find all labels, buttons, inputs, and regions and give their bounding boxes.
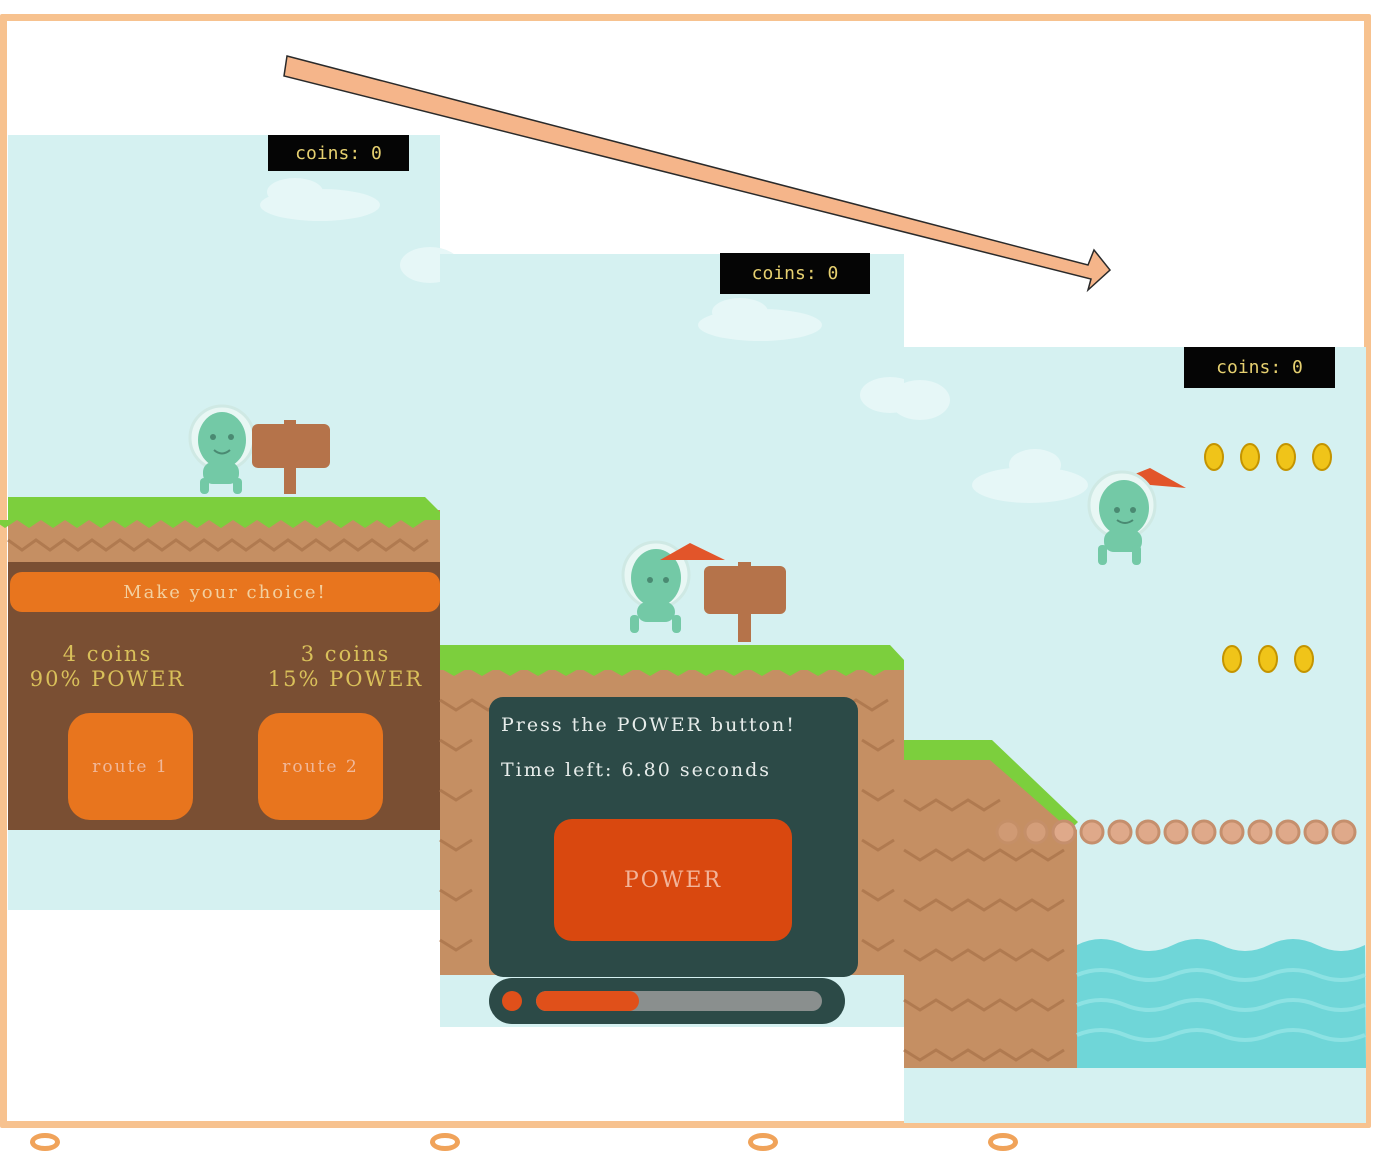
power-prompt: Press the POWER button! (501, 714, 796, 736)
choice-title: Make your choice! (10, 572, 440, 612)
option-2-cost: 3 coins (300, 642, 391, 666)
bottom-marker (430, 1133, 460, 1151)
option-2-power: 15% POWER (267, 667, 424, 691)
coins-counter: coins: 0 (720, 253, 870, 294)
coins-counter: coins: 0 (1184, 347, 1335, 388)
coins-counter: coins: 0 (268, 135, 409, 171)
route-1-button[interactable]: route 1 (68, 713, 193, 820)
route-2-button[interactable]: route 2 (258, 713, 383, 820)
outer-frame (0, 14, 1371, 1128)
bottom-marker (988, 1133, 1018, 1151)
power-button[interactable]: POWER (554, 819, 792, 941)
power-meter-fill (536, 991, 639, 1011)
power-meter (489, 978, 845, 1024)
time-left: Time left: 6.80 seconds (501, 759, 772, 781)
bottom-marker (30, 1133, 60, 1151)
bottom-marker (748, 1133, 778, 1151)
power-meter-dot (502, 991, 522, 1011)
option-1-cost: 4 coins (62, 642, 153, 666)
screen-glide (904, 347, 1366, 1123)
power-meter-track (536, 991, 822, 1011)
option-1-power: 90% POWER (29, 667, 186, 691)
